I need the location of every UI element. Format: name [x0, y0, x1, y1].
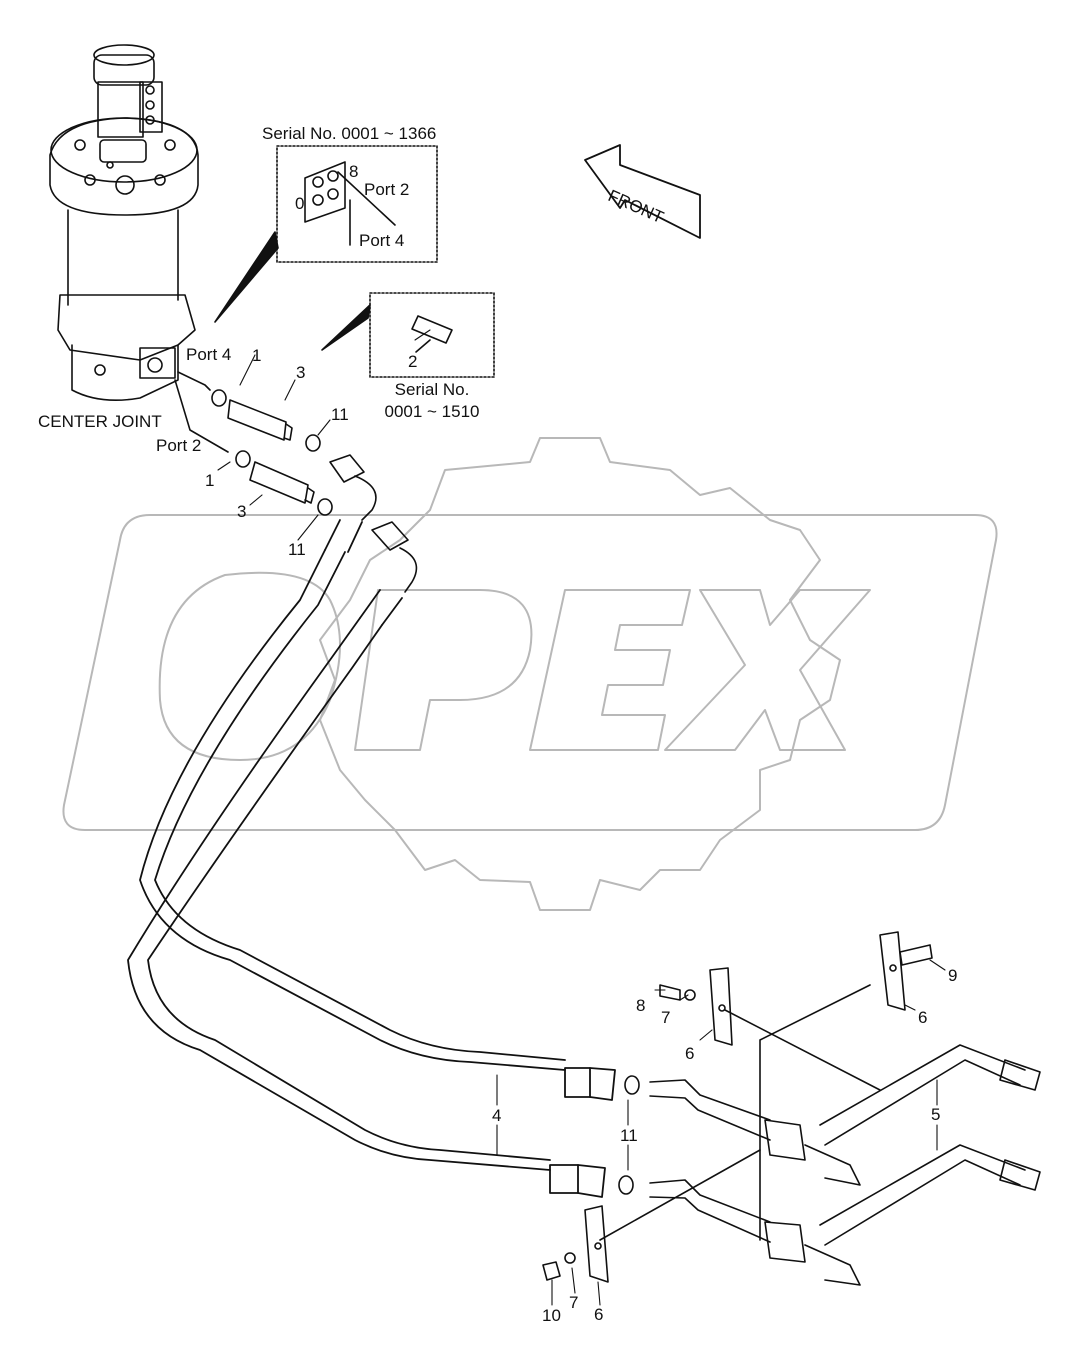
inset-fitting-title-line1: Serial No. — [394, 380, 470, 399]
inset-top-box — [276, 145, 438, 263]
callout-11: 11 — [620, 1126, 638, 1145]
callout-6: 6 — [685, 1044, 695, 1063]
inset-fitting-title-line2: 0001 ~ 1510 — [384, 402, 480, 421]
front-arrow — [584, 144, 701, 239]
hose-assembly — [127, 519, 616, 1198]
watermark-letter-p — [354, 589, 533, 751]
inset-top-port-4: Port 4 — [359, 231, 405, 250]
callout-6: 6 — [918, 1008, 928, 1027]
inset-top-mark-8: 8 — [349, 162, 359, 181]
inset-pointer-top — [214, 231, 279, 323]
leader-lines — [217, 329, 946, 1306]
inset-top-title: Serial No. 0001 ~ 1366 — [262, 124, 437, 143]
callout-3: 3 — [296, 363, 306, 382]
clamps-and-bolts — [542, 931, 933, 1283]
callout-5: 5 — [931, 1105, 941, 1124]
inset-top-detail — [304, 161, 396, 246]
callout-11: 11 — [331, 405, 349, 424]
callout-1: 1 — [205, 471, 215, 490]
tube-assembly — [599, 984, 1041, 1286]
inset-top-port-2: Port 2 — [364, 180, 410, 199]
watermark-letter-x — [664, 589, 871, 751]
callout-4: 4 — [492, 1106, 502, 1125]
callout-11: 11 — [288, 540, 306, 559]
callout-8: 8 — [636, 996, 646, 1015]
callout-3: 3 — [237, 502, 247, 521]
callout-10: 10 — [542, 1306, 561, 1325]
callout-9: 9 — [948, 966, 958, 985]
watermark-banner — [62, 514, 998, 831]
inset-pointer-fitting — [321, 304, 371, 351]
watermark-letter-e — [529, 589, 691, 751]
watermark-gear — [319, 437, 841, 911]
center-joint-label: CENTER JOINT — [38, 412, 162, 431]
watermark-logo — [62, 437, 998, 911]
callout-6: 6 — [594, 1305, 604, 1324]
center-joint-drawing — [49, 44, 199, 402]
inset-fitting-part — [411, 315, 453, 353]
callout-7: 7 — [661, 1008, 671, 1027]
inset-fitting-part-label: 2 — [408, 352, 418, 371]
port-4-label: Port 4 — [186, 345, 232, 364]
callout-1: 1 — [252, 346, 262, 365]
callout-7: 7 — [569, 1293, 579, 1312]
watermark-letter-o — [158, 571, 341, 761]
inset-top-mark-0: 0 — [295, 194, 305, 213]
inset-fitting-box — [369, 292, 495, 378]
port-2-label: Port 2 — [156, 436, 202, 455]
upper-fittings — [174, 371, 418, 593]
